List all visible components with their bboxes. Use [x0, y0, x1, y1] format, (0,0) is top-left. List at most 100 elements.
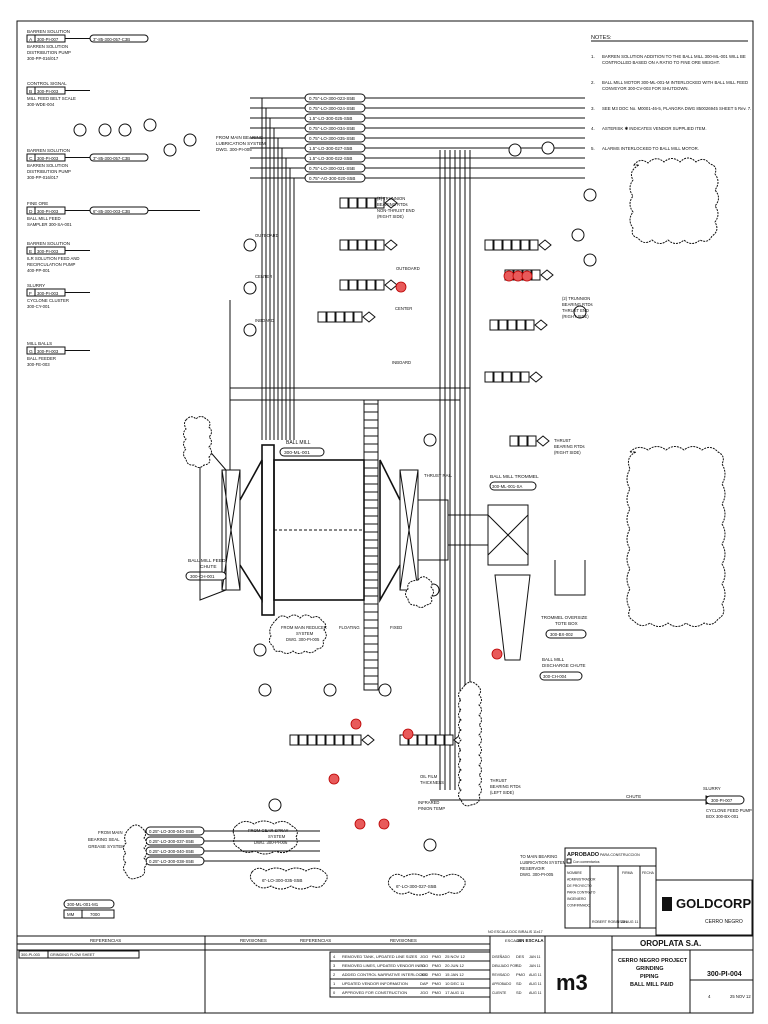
rtd-element	[353, 311, 363, 323]
svg-text:PIPING: PIPING	[640, 974, 659, 980]
left-input-tag: 300-PI-003	[37, 249, 59, 254]
revision-number: 3	[333, 963, 336, 968]
rtd-element	[531, 269, 541, 281]
approval-row-label: PARA CONTRATO	[567, 891, 596, 895]
person-role: CLIENTE	[492, 991, 507, 995]
highlighted-instrument	[512, 270, 524, 282]
trommel-label: BALL MILL TROMMEL	[490, 474, 539, 480]
revision-number: 2	[333, 972, 336, 977]
left-input-title: BARREN SOLUTION	[27, 241, 70, 246]
svg-text:FLOATING: FLOATING	[339, 625, 360, 630]
svg-text:OUTBOARD: OUTBOARD	[255, 233, 279, 238]
logo-text: GOLDCORP	[676, 896, 751, 911]
left-input-desc: CYCLONE CLUSTER	[27, 298, 69, 303]
instrument-bubble	[583, 188, 597, 202]
bottom-cloud-2	[387, 873, 466, 896]
rtd-element	[518, 435, 528, 447]
note-text: BALL MILL MOTOR 300-ML-001-M INTERLOCKED…	[602, 80, 748, 85]
svg-text:CHUTE: CHUTE	[626, 794, 641, 799]
svg-text:BEARING RTDs: BEARING RTDs	[377, 202, 408, 207]
client-name: OROPLATA S.A.	[640, 939, 701, 948]
instrument-bubble	[243, 323, 257, 337]
highlighted-instrument	[503, 270, 515, 282]
left-input-title: CONTROL SIGNAL	[27, 81, 67, 86]
svg-text:INFRARED: INFRARED	[418, 800, 439, 805]
discharge-cloud	[405, 576, 434, 608]
svg-text:CERRO NEGRO: CERRO NEGRO	[705, 919, 743, 925]
rtd-element	[339, 197, 349, 209]
rtd-element	[511, 371, 521, 383]
person-name: PMO	[516, 972, 525, 977]
svg-text:BOX 300-BX-001: BOX 300-BX-001	[706, 814, 739, 819]
notes-items: 1.BARREN SOLUTION ADDITION TO THE BALL M…	[591, 54, 751, 151]
revision-description: REMOVED TANK, UPDATED LINE SIZES	[342, 954, 418, 959]
svg-text:BEARING RTDs: BEARING RTDs	[490, 784, 521, 789]
instrument-bubble	[583, 253, 597, 267]
lube-line-label: 1.5"-LO-300-022-S5B	[309, 156, 352, 161]
revision-checked: PMO	[432, 954, 441, 959]
rtd-element	[375, 279, 385, 291]
reducer-cloud	[268, 614, 327, 654]
person-name: SD	[516, 981, 522, 986]
rtd-element	[498, 319, 508, 331]
svg-text:TROMMEL OVERSIZE: TROMMEL OVERSIZE	[541, 615, 587, 620]
instrument-bubble	[98, 123, 112, 137]
rtd-element	[375, 197, 385, 209]
reference-dwg: 300-PI-003	[21, 953, 40, 957]
svg-text:4: 4	[708, 994, 711, 999]
blank-cloud-bottom	[626, 446, 726, 627]
person-date: JAN 11	[529, 964, 541, 968]
svg-text:LUBRICATION SYSTEM: LUBRICATION SYSTEM	[216, 141, 266, 146]
person-date: AUG 11	[529, 991, 542, 995]
svg-text:NO ESCALA DOC BIRALIS 11x17: NO ESCALA DOC BIRALIS 11x17	[488, 930, 543, 934]
seal-line-label: 0.25"-LO-300-037-S5B	[149, 839, 194, 844]
left-input-title: SLURRY	[27, 283, 45, 288]
rtd-element	[366, 197, 376, 209]
left-input-letter: A	[29, 37, 33, 43]
person-name: SD	[516, 963, 522, 968]
svg-text:300-CH-004: 300-CH-004	[543, 674, 567, 679]
note-text: ASTERISK ✱ INDICATES VENDOR SUPPLIED ITE…	[602, 126, 707, 131]
rtd-element	[493, 371, 503, 383]
left-input-title: FINE ORE	[27, 201, 48, 206]
highlighted-instrument	[354, 818, 366, 830]
lube-line-label: 0.75"-LO-300-023-S5B	[309, 96, 355, 101]
svg-text:SIN ESCALA: SIN ESCALA	[517, 938, 544, 943]
notes-heading: NOTES:	[591, 35, 612, 41]
svg-text:THICKNESS: THICKNESS	[420, 780, 444, 785]
svg-text:ESCALA: ESCALA	[505, 938, 521, 943]
svg-text:THRUST: THRUST	[554, 438, 571, 443]
rtd-element	[502, 239, 512, 251]
svg-text:PARA CONSTRUCCION: PARA CONSTRUCCION	[600, 853, 640, 857]
instrument-bubble	[571, 228, 585, 242]
approval-row-label: NOMBRE	[567, 871, 583, 875]
revision-checked: PMO	[432, 972, 441, 977]
svg-text:DWG. 300-PI-005: DWG. 300-PI-005	[216, 147, 252, 152]
rtd-element	[357, 279, 367, 291]
person-name: SD	[516, 990, 522, 995]
lube-line-label: 0.75"-AO-300-020-S5B	[309, 176, 355, 181]
svg-text:CENTER: CENTER	[255, 274, 272, 279]
svg-text:CHUTE: CHUTE	[200, 564, 217, 570]
person-role: DISEÑADO	[492, 954, 510, 959]
rtd-element	[493, 239, 503, 251]
svg-text:DISCHARGE CHUTE: DISCHARGE CHUTE	[542, 663, 586, 668]
lube-line-label: 0.75"-LO-300-034-S5B	[309, 126, 355, 131]
svg-text:INBOARD: INBOARD	[392, 360, 411, 365]
bottom-cloud-1	[249, 867, 328, 890]
seal-cloud	[123, 824, 147, 880]
rtd-element	[484, 371, 494, 383]
instrument-bubble	[258, 683, 272, 697]
left-input-title: MILL BALLS	[27, 341, 52, 346]
left-input-desc: SAMPLER 300-SA-001	[27, 222, 72, 227]
revision-checked: PMO	[432, 981, 441, 986]
left-input-line: 3"-85-300-057-C3B	[93, 156, 130, 161]
svg-text:SYSTEM: SYSTEM	[268, 834, 286, 839]
left-input-letter: G	[29, 349, 33, 355]
svg-text:GRINDING: GRINDING	[636, 966, 664, 972]
svg-text:FIRMA: FIRMA	[622, 871, 634, 875]
svg-text:Con comentarios: Con comentarios	[573, 860, 600, 864]
